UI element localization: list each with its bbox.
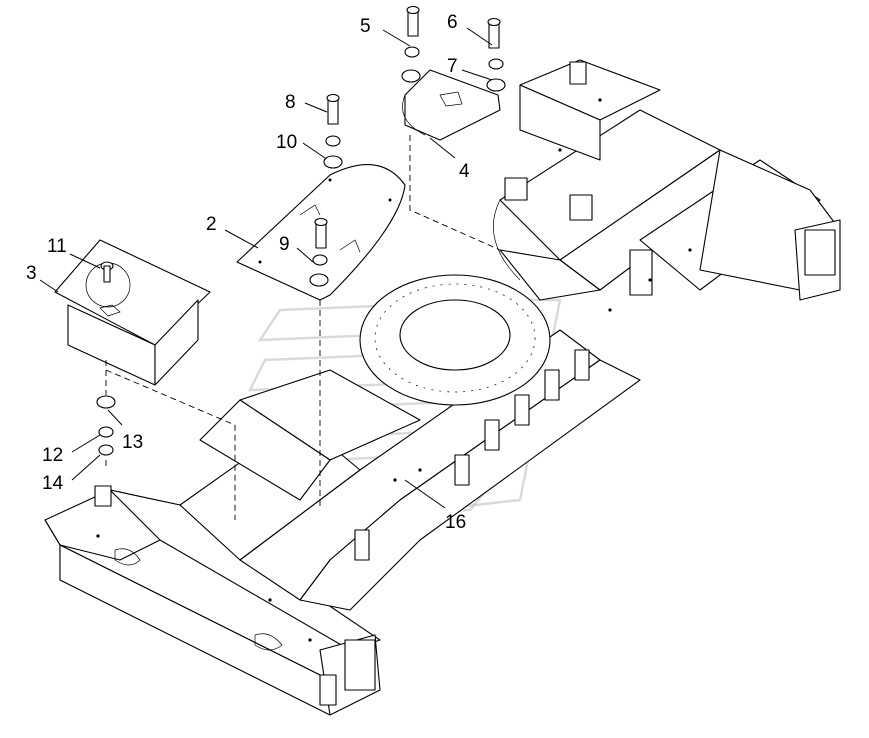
callout-12: 12 <box>42 445 63 466</box>
frame-bolt-holes <box>96 98 692 642</box>
rail-brackets <box>94 61 836 706</box>
callout-7: 7 <box>447 56 458 77</box>
callout-labels: 5 6 7 8 10 4 2 9 11 3 13 12 14 16 <box>26 12 470 533</box>
callout-11: 11 <box>47 236 67 257</box>
callout-16: 16 <box>445 512 466 533</box>
callout-9: 9 <box>279 234 290 255</box>
main-frame <box>44 59 841 716</box>
part-4-bracket <box>402 69 501 141</box>
fastener-9 <box>309 217 329 287</box>
callout-2: 2 <box>206 214 217 235</box>
callout-4: 4 <box>459 161 470 182</box>
fastener-5 <box>401 5 421 83</box>
fastener-8-10 <box>323 93 343 169</box>
part-11-bolt <box>100 261 114 283</box>
callout-14: 14 <box>42 473 64 494</box>
fastener-6-7 <box>486 17 506 92</box>
leader-lines <box>39 27 493 509</box>
callout-3: 3 <box>26 263 37 284</box>
callout-10: 10 <box>276 132 297 153</box>
callout-5: 5 <box>360 16 371 37</box>
fastener-12-13-14 <box>96 395 116 456</box>
callout-13: 13 <box>122 432 143 453</box>
callout-6: 6 <box>447 12 458 33</box>
part-3-box <box>54 239 211 386</box>
callout-8: 8 <box>285 92 296 113</box>
assembly-dash-lines <box>105 135 501 520</box>
